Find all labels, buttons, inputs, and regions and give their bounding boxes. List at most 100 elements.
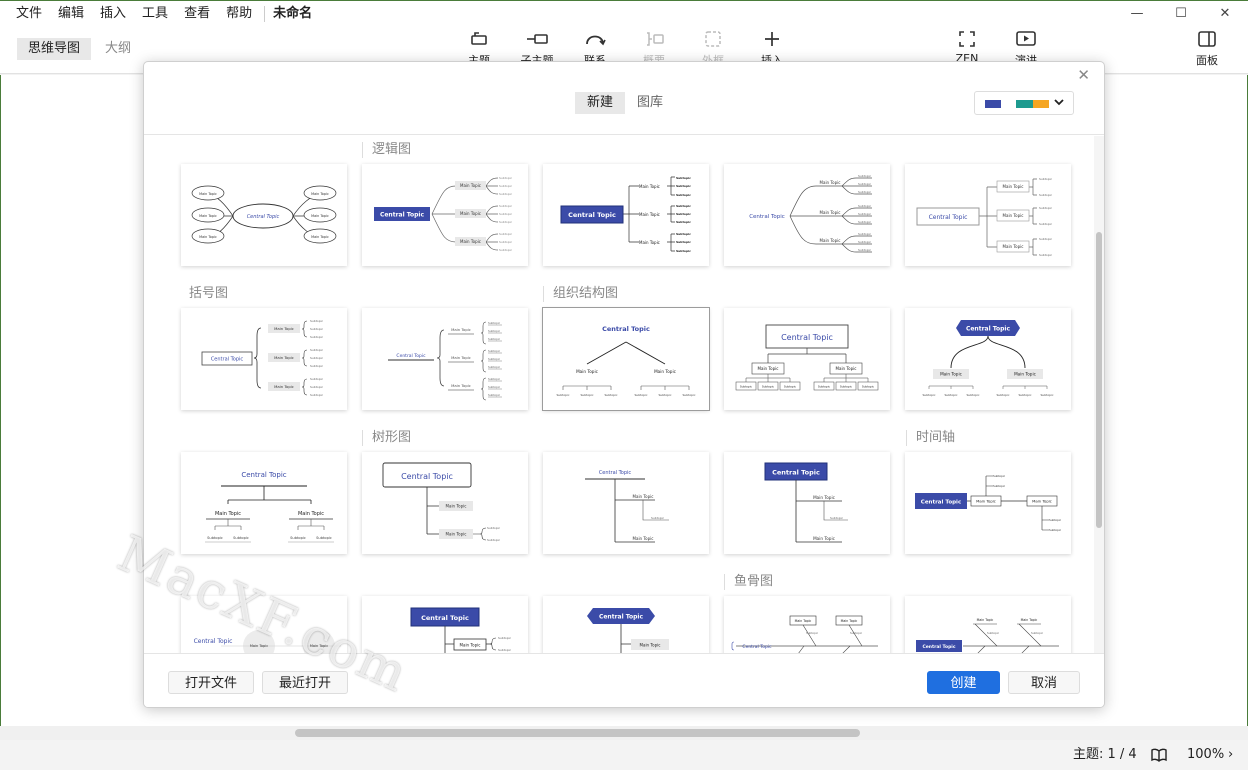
- thumb-text: Main Topic: [298, 511, 324, 517]
- thumb-text: Subtopic: [840, 385, 853, 389]
- thumb-text: Subtopic: [858, 212, 871, 216]
- theme-swatch-1: [985, 100, 1001, 108]
- section-tree: 树形图: [362, 430, 411, 446]
- thumb-text: Subtopic: [858, 232, 871, 236]
- dialog-header: ✕ 新建 图库: [144, 62, 1104, 135]
- thumb-text: Subtopic: [488, 329, 501, 333]
- thumb-text: Subtopic: [1049, 518, 1062, 522]
- create-button[interactable]: 创建: [927, 671, 1000, 694]
- cancel-button[interactable]: 取消: [1008, 671, 1080, 694]
- chevron-right-icon[interactable]: ›: [1228, 747, 1234, 762]
- zen-button[interactable]: ZEN: [940, 30, 994, 65]
- thumb-text: Subtopic: [676, 240, 691, 244]
- thumb-text: Subtopic: [1039, 177, 1052, 181]
- relationship-icon: [568, 30, 622, 52]
- thumb-text: Main Topic: [820, 210, 841, 215]
- thumb-text: Subtopic: [499, 232, 512, 236]
- menu-help[interactable]: 帮助: [226, 5, 253, 21]
- panel-button[interactable]: 面板: [1180, 30, 1234, 68]
- theme-selector[interactable]: [974, 91, 1074, 115]
- thumb-text: Subtopic: [487, 526, 500, 530]
- thumb-text: Main Topic: [639, 212, 660, 217]
- thumb-text: Main Topic: [460, 211, 481, 216]
- map-book-icon[interactable]: [1150, 747, 1168, 768]
- thumb-text: Subtopic: [488, 393, 501, 397]
- thumb-text: Main Topic: [654, 369, 677, 374]
- thumb-text: Main Topic: [639, 184, 660, 189]
- thumb-text: Central Topic: [921, 500, 961, 506]
- open-file-button[interactable]: 打开文件: [168, 671, 254, 694]
- thumb-text: Subtopic: [818, 385, 831, 389]
- minimize-button[interactable]: —: [1130, 5, 1144, 21]
- thumb-text: Subtopic: [499, 220, 512, 224]
- horizontal-scrollbar-thumb[interactable]: [295, 729, 860, 737]
- horizontal-scrollbar[interactable]: [0, 726, 1248, 740]
- thumb-text: Subtopic: [498, 636, 511, 640]
- menu-tools[interactable]: 工具: [142, 5, 169, 21]
- template-list-scrollbar[interactable]: [1094, 136, 1104, 653]
- thumb-text: Subtopic: [310, 385, 323, 389]
- thumb-text: Subtopic: [499, 176, 512, 180]
- close-dialog-icon[interactable]: ✕: [1077, 66, 1090, 84]
- thumb-text: Subtopic: [488, 385, 501, 389]
- thumb-text: Main Topic: [795, 619, 812, 623]
- thumb-text: Subtopic: [499, 248, 512, 252]
- template-list-scrollbar-thumb[interactable]: [1096, 232, 1102, 528]
- thumb-text: Central Topic: [966, 326, 1011, 333]
- thumb-text: Main Topic: [633, 494, 654, 499]
- template-list[interactable]: 逻辑图 括号图 组织结构图 树形图 时间轴 鱼骨图 Central Topic …: [144, 136, 1094, 653]
- zoom-level[interactable]: 100%: [1187, 747, 1225, 762]
- thumb-text: Subtopic: [784, 385, 797, 389]
- thumb-text: Subtopic: [310, 393, 323, 397]
- thumb-text: Subtopic: [676, 249, 691, 253]
- status-bar: 主题: 1 / 4 100% ›: [0, 740, 1248, 770]
- tab-new[interactable]: 新建: [575, 92, 626, 114]
- recent-files-button[interactable]: 最近打开: [262, 671, 348, 694]
- subtopic-icon: [510, 30, 564, 52]
- thumb-text: Subtopic: [676, 220, 691, 224]
- tab-gallery[interactable]: 图库: [637, 95, 664, 110]
- thumb-text: Central Topic: [211, 357, 244, 363]
- menu-file[interactable]: 文件: [16, 5, 43, 21]
- maximize-button[interactable]: ☐: [1175, 5, 1187, 21]
- tab-mind-map[interactable]: 思维导图: [17, 38, 92, 60]
- document-title: 未命名: [264, 5, 312, 22]
- thumb-text: Subtopic: [488, 337, 501, 341]
- topic-icon: [452, 30, 506, 52]
- thumb-text: Central Topic: [241, 471, 286, 479]
- thumb-text: Central Topic: [772, 469, 820, 477]
- close-window-button[interactable]: ✕: [1219, 5, 1231, 21]
- summary-icon: [627, 30, 681, 52]
- menu-view[interactable]: 查看: [184, 5, 211, 21]
- menu-edit[interactable]: 编辑: [58, 5, 85, 21]
- thumb-text: Main Topic: [451, 327, 471, 332]
- thumb-text: Subtopic: [487, 538, 500, 542]
- thumb-text: Main Topic: [250, 644, 268, 648]
- panel-icon: [1180, 30, 1234, 52]
- menu-insert[interactable]: 插入: [100, 5, 127, 21]
- thumb-text: Main Topic: [1021, 618, 1038, 622]
- thumb-text: Subtopic: [1049, 528, 1062, 532]
- tab-outline[interactable]: 大纲: [105, 41, 132, 56]
- thumb-text: Subtopic: [862, 385, 875, 389]
- template-tree-hexagon[interactable]: Central Topic Main Topic: [543, 596, 709, 653]
